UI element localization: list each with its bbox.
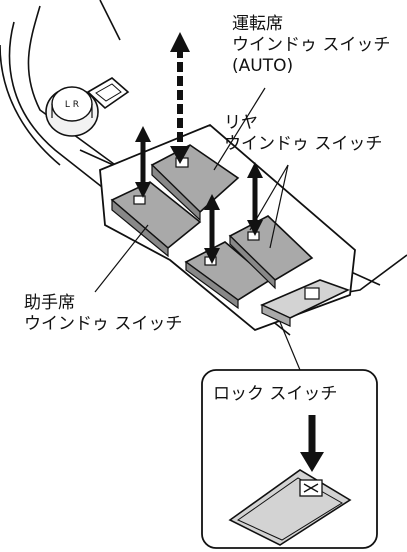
mirror-knob-letters: L R	[65, 100, 79, 110]
rear-right-arrow	[247, 162, 263, 236]
driver-label-line2: ウインドゥ スイッチ	[232, 35, 391, 55]
leader-lines	[94, 87, 289, 293]
lock-label-text: ロック スイッチ	[213, 384, 338, 404]
driver-window-switch-label: 運転席 ウインドゥ スイッチ (AUTO)	[232, 14, 390, 77]
passenger-label-line1: 助手席	[24, 293, 75, 313]
driver-label-line3: (AUTO)	[232, 56, 294, 76]
driver-switch	[150, 144, 240, 222]
driver-label-line1: 運転席	[232, 14, 283, 34]
passenger-window-switch-label: 助手席 ウインドゥ スイッチ	[24, 293, 182, 335]
rear-label-line1: リヤ	[224, 113, 258, 133]
mirror-select-button	[86, 77, 130, 110]
passenger-label-line2: ウインドゥ スイッチ	[24, 314, 183, 334]
rear-left-arrow	[204, 194, 220, 264]
rear-label-line2: ウインドゥ スイッチ	[224, 134, 383, 154]
rear-window-switch-label: リヤ ウインドゥ スイッチ	[224, 113, 382, 155]
passenger-arrow	[135, 126, 151, 198]
passenger-switch	[110, 181, 202, 258]
lock-switch-label: ロック スイッチ	[213, 384, 337, 405]
lock-switch	[260, 279, 351, 327]
lock-inset-switch	[228, 469, 352, 546]
mirror-knob: L R	[45, 86, 99, 137]
lock-press-arrow	[300, 415, 324, 472]
driver-auto-arrow	[170, 32, 190, 164]
